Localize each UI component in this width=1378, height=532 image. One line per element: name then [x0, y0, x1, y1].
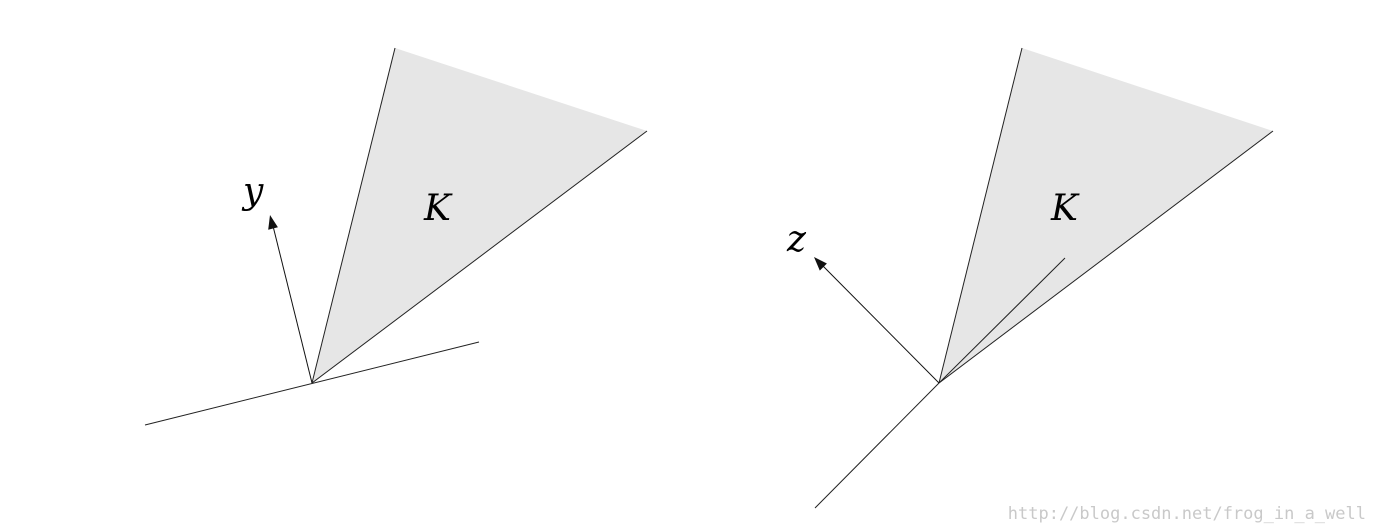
right-cone-edge-lower — [938, 130, 1274, 384]
right-interior-ray — [938, 257, 1066, 384]
left-cone-edge-upper — [311, 47, 396, 384]
right-cone-region — [939, 48, 1273, 383]
left-panel: K y — [144, 47, 648, 426]
right-cone-edge-upper — [938, 47, 1023, 384]
left-vector-label: y — [241, 171, 264, 212]
right-panel: K z — [786, 47, 1274, 509]
left-cone-edge-lower — [311, 130, 648, 384]
left-cone-label: K — [423, 188, 453, 229]
left-vector-shaft — [272, 225, 313, 384]
left-vector-arrowhead — [268, 215, 278, 230]
watermark-text: http://blog.csdn.net/frog_in_a_well — [1008, 504, 1366, 524]
right-supporting-line — [814, 382, 940, 509]
right-cone-label: K — [1050, 188, 1080, 229]
left-cone-region — [312, 48, 647, 383]
right-vector-label: z — [786, 219, 807, 260]
left-supporting-line — [144, 341, 480, 426]
right-vector-arrowhead — [814, 257, 827, 271]
right-vector-shaft — [821, 264, 940, 384]
